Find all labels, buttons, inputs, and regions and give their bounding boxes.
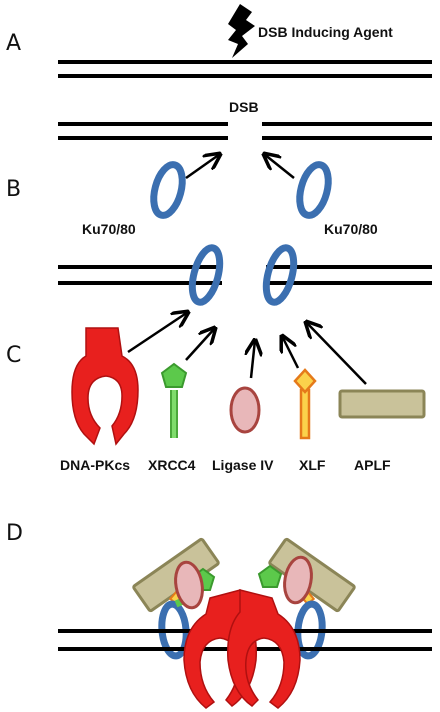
dsb-label: DSB	[229, 99, 259, 115]
label-xrcc4: XRCC4	[148, 457, 196, 473]
panel-letter-b: B	[6, 177, 21, 202]
arrow-xrcc4	[185, 328, 215, 361]
label-aplf: APLF	[354, 457, 391, 473]
ku-label-right: Ku70/80	[324, 221, 378, 237]
arrow-ku-right	[264, 154, 295, 179]
ligase-bound-right	[283, 555, 313, 605]
panel-letter-c: C	[6, 343, 21, 368]
aplf-shape	[338, 389, 426, 419]
panel-letter-a: A	[6, 31, 21, 56]
ku-ring-left	[150, 161, 186, 219]
ligase-shape	[229, 386, 261, 434]
label-ligase: Ligase IV	[212, 457, 274, 473]
arrow-dnapkcs	[127, 312, 188, 354]
panel-letter-d: D	[6, 521, 23, 546]
lightning-icon	[228, 4, 255, 58]
dna-broken	[58, 122, 432, 140]
dsb-agent-label: DSB Inducing Agent	[258, 24, 393, 40]
ligase-bound-left	[174, 560, 204, 610]
dnapkcs-bound-right	[227, 589, 301, 709]
ku-bound-right	[262, 244, 298, 306]
arrow-aplf	[306, 322, 367, 385]
synapsis-complex	[58, 537, 432, 709]
dna-intact	[58, 60, 432, 78]
ku-label-left: Ku70/80	[82, 221, 136, 237]
arrow-ligase	[251, 340, 255, 379]
arrow-xlf	[282, 336, 300, 369]
ku-bound-left	[188, 244, 224, 306]
label-dnapkcs: DNA-PKcs	[60, 457, 130, 473]
xrcc4-bound-right	[257, 564, 283, 588]
label-xlf: XLF	[299, 457, 326, 473]
dna-ku-bound	[58, 265, 432, 285]
arrow-ku-left	[185, 154, 220, 180]
xlf-shape	[293, 368, 317, 440]
dnapkcs-shape	[71, 327, 139, 446]
xrcc4-shape	[160, 362, 188, 438]
ku-ring-right	[296, 161, 332, 219]
